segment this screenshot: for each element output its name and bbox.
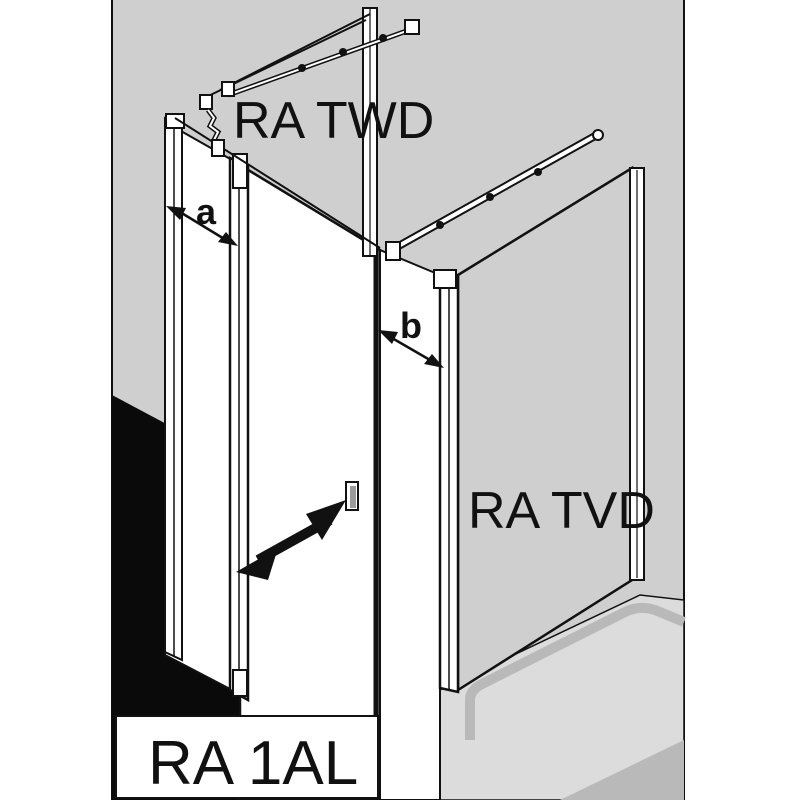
door-swing-arrow (236, 500, 346, 580)
model-label: RA 1AL (148, 729, 358, 798)
model-box (115, 715, 379, 799)
label-ra-twd: RA TWD (233, 92, 434, 150)
fixed-panel-right (379, 248, 441, 800)
tray-corner (560, 740, 684, 800)
dimension-a: a (166, 191, 238, 246)
label-ra-tvd: RA TVD (468, 482, 655, 540)
dimension-b: b (378, 305, 444, 368)
side-panel-ra-tvd (385, 129, 645, 694)
hinge-bottom (232, 669, 248, 697)
tray-rim (465, 602, 686, 740)
dim-a-label: a (196, 191, 217, 232)
dim-b-label: b (400, 305, 422, 346)
top-panel-ra-twd (174, 7, 420, 257)
